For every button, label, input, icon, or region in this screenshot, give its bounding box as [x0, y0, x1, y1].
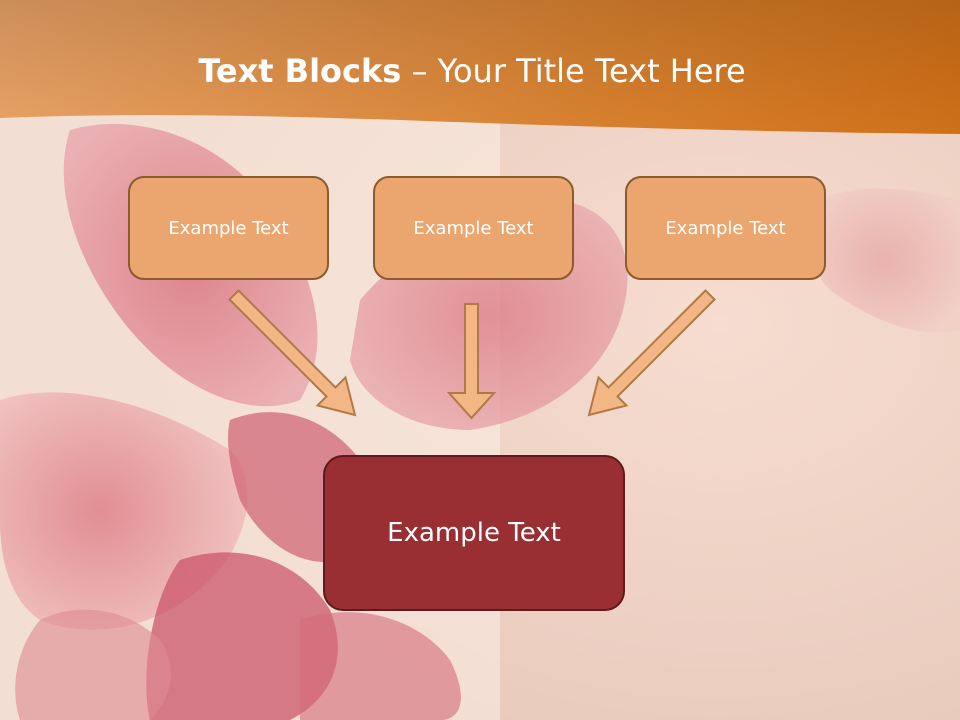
text-block-1: Example Text: [128, 176, 329, 280]
text-block-label: Example Text: [665, 217, 786, 239]
arrow-down-icon: [446, 303, 497, 420]
text-block-label: Example Text: [168, 217, 289, 239]
text-block-2: Example Text: [373, 176, 574, 280]
text-block-3: Example Text: [625, 176, 826, 280]
arrow-right-icon: [587, 289, 716, 417]
main-text-block-label: Example Text: [387, 518, 561, 548]
title-bold: Text Blocks: [198, 52, 402, 90]
text-block-label: Example Text: [413, 217, 534, 239]
arrow-left-icon: [228, 289, 357, 417]
header-banner: [0, 0, 960, 134]
title-rest: – Your Title Text Here: [401, 52, 746, 90]
main-text-block: Example Text: [323, 455, 625, 611]
page-title: Text Blocks – Your Title Text Here: [0, 52, 944, 90]
